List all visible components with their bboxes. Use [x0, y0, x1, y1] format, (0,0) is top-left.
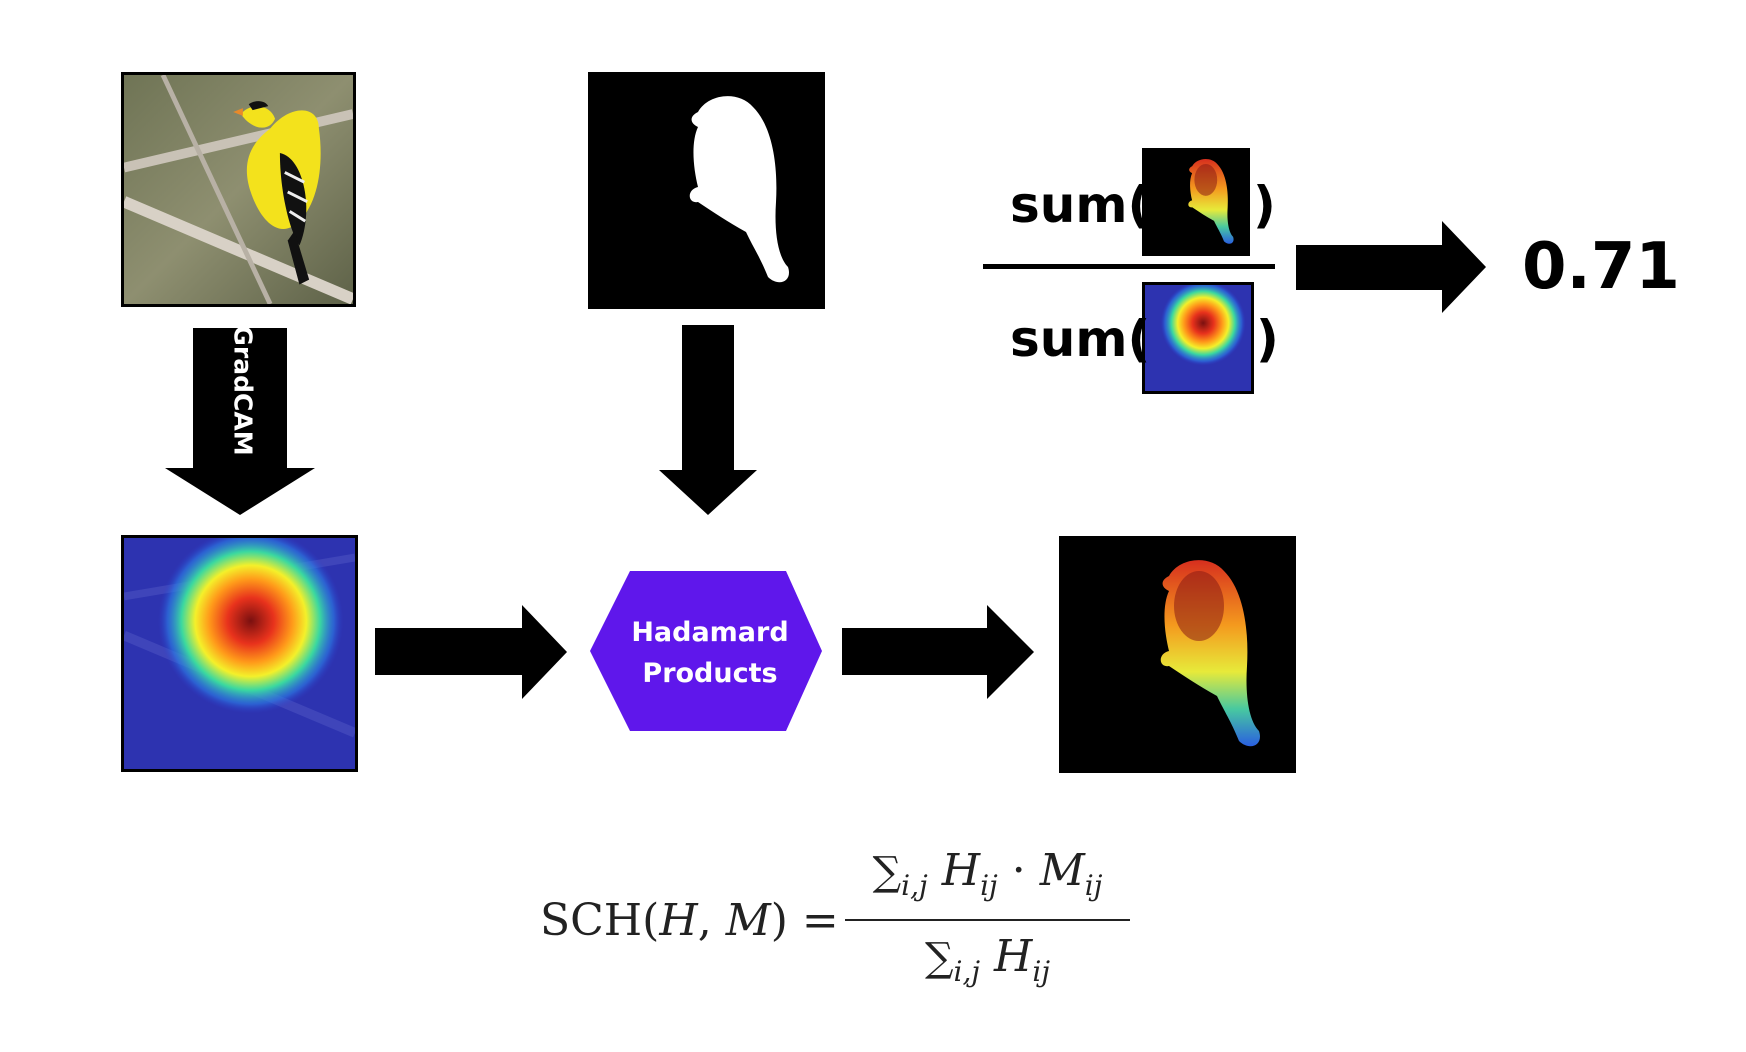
mask-down-arrow	[659, 325, 757, 515]
formula-den-h-sub: ij	[1032, 955, 1051, 988]
bird-mask	[588, 72, 825, 309]
formula-denominator: ∑i,j Hij	[845, 931, 1130, 988]
formula-num-h-sub: ij	[980, 869, 998, 902]
gradcam-arrow	[165, 328, 315, 515]
gradcam-label: GradCAM	[193, 325, 293, 455]
heatmap-to-hadamard-arrow	[375, 605, 567, 699]
denominator-thumbnail	[1142, 282, 1254, 394]
input-bird-photo	[121, 72, 356, 307]
gradcam-heatmap	[121, 535, 358, 772]
hadamard-label: Hadamard Products	[590, 612, 830, 694]
fraction-to-score-arrow	[1296, 221, 1486, 313]
formula-num-sum-sub: i,j	[901, 869, 928, 902]
sch-score-value: 0.71	[1522, 230, 1680, 304]
numerator-thumbnail	[1142, 148, 1250, 256]
hadamard-label-line1: Hadamard	[631, 617, 789, 648]
gradcam-label-text: GradCAM	[228, 324, 258, 456]
denominator-sum-close: )	[1256, 310, 1279, 368]
formula-num-sum-symbol: ∑	[872, 849, 902, 895]
formula-num-m-sub: ij	[1084, 869, 1103, 902]
formula-den-h: H	[994, 931, 1033, 982]
formula-lhs: SCH(H, M) =	[540, 895, 839, 946]
formula-den-sum-sub: i,j	[953, 955, 981, 988]
fraction-bar	[983, 264, 1275, 269]
formula-den-sum-symbol: ∑	[924, 935, 954, 981]
formula-numerator: ∑i,j Hij · Mij	[845, 845, 1130, 902]
formula-lhs-m: M	[725, 895, 771, 946]
numerator-sum-close: )	[1253, 176, 1276, 234]
formula-lhs-h: H	[659, 895, 698, 946]
formula-lhs-comma: ,	[697, 895, 726, 946]
hadamard-to-result-arrow	[842, 605, 1034, 699]
formula-num-m: M	[1039, 845, 1085, 896]
formula-num-dot: ·	[997, 845, 1040, 896]
denominator-sum-open: sum(	[1010, 310, 1151, 368]
hadamard-hexagon	[590, 571, 822, 731]
numerator-sum-open: sum(	[1010, 176, 1151, 234]
formula-fraction-bar	[845, 919, 1130, 921]
hadamard-label-line2: Products	[642, 658, 778, 689]
formula-lhs-prefix: SCH(	[540, 895, 660, 946]
formula-num-h: H	[941, 845, 981, 896]
formula-lhs-suffix: ) =	[770, 895, 839, 946]
masked-heatmap	[1059, 536, 1296, 773]
